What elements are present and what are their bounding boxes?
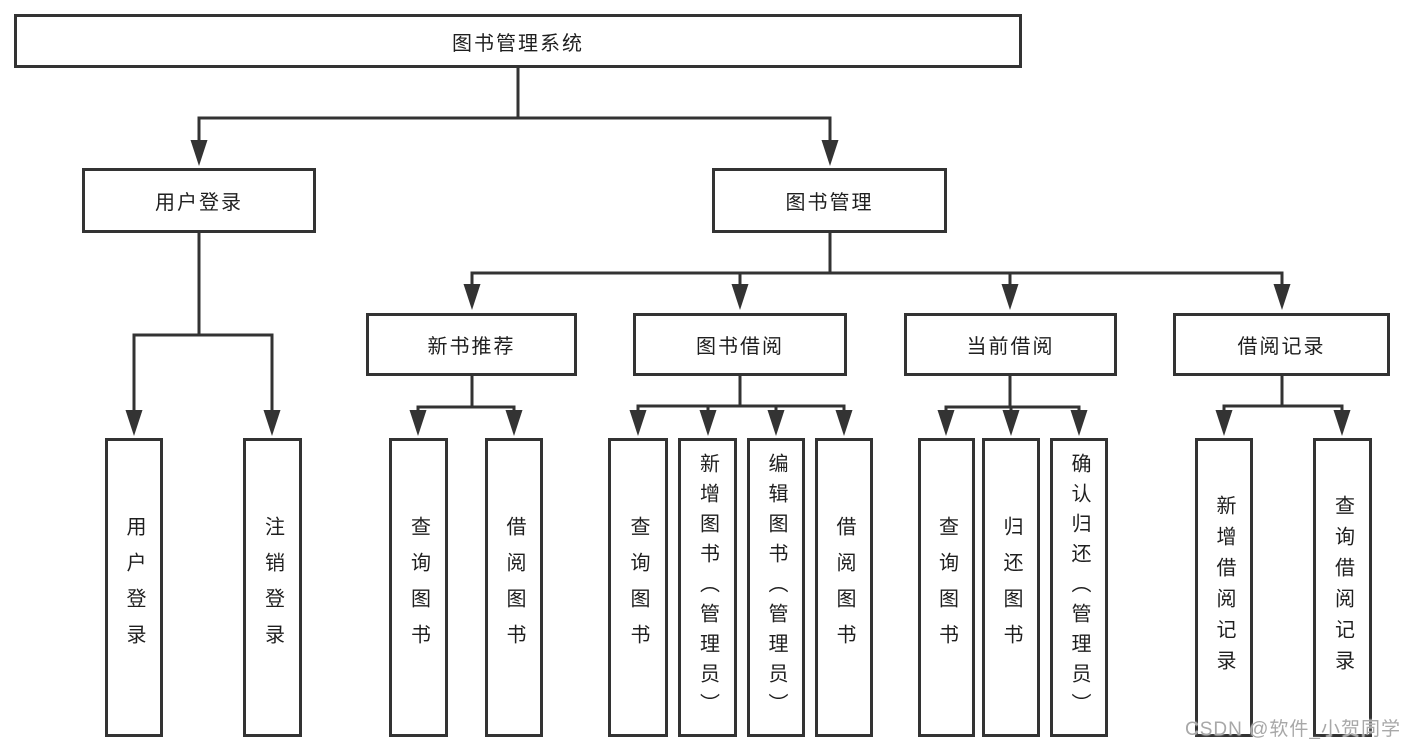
node-user-login: 用户登录 <box>82 168 316 233</box>
node-label: 当前借阅 <box>966 336 1055 358</box>
leaf-query-borrow-record: 查询借阅记录 <box>1313 438 1372 737</box>
node-label: 图书借阅 <box>696 336 784 358</box>
leaf-label: 查询图书 <box>935 515 958 660</box>
node-label: 新书推荐 <box>427 336 516 358</box>
leaf-query-books-current: 查询图书 <box>918 438 975 737</box>
leaf-borrow-books-recommend: 借阅图书 <box>485 438 543 737</box>
leaf-label: 查询图书 <box>407 515 430 660</box>
leaf-label: 注销登录 <box>261 515 284 660</box>
leaf-add-borrow-record: 新增借阅记录 <box>1195 438 1253 737</box>
node-label: 借阅记录 <box>1237 336 1326 358</box>
leaf-logout: 注销登录 <box>243 438 302 737</box>
leaf-confirm-return-admin: 确认归还（管理员） <box>1050 438 1108 737</box>
leaf-label: 新增借阅记录 <box>1213 494 1235 681</box>
node-borrow-records: 借阅记录 <box>1173 313 1390 376</box>
node-book-management: 图书管理 <box>712 168 947 233</box>
leaf-add-book-admin: 新增图书（管理员） <box>678 438 737 737</box>
node-current-borrowing: 当前借阅 <box>904 313 1117 376</box>
leaf-label: 归还图书 <box>1000 515 1022 660</box>
node-label: 用户登录 <box>155 192 243 214</box>
node-new-book-recommend: 新书推荐 <box>366 313 577 376</box>
node-book-borrowing: 图书借阅 <box>633 313 847 376</box>
leaf-label: 编辑图书（管理员） <box>765 452 787 723</box>
leaf-label: 借阅图书 <box>833 515 855 660</box>
leaf-label: 查询图书 <box>627 515 649 660</box>
leaf-query-books-recommend: 查询图书 <box>389 438 448 737</box>
leaf-borrow-books-borrowing: 借阅图书 <box>815 438 873 737</box>
node-label: 图书管理 <box>785 192 874 214</box>
leaf-label: 新增图书（管理员） <box>696 452 719 723</box>
csdn-watermark: CSDN @软件_小贺同学 <box>1185 719 1401 740</box>
leaf-label: 查询借阅记录 <box>1331 494 1354 681</box>
arrowhead-icons <box>125 140 1351 436</box>
node-label: 图书管理系统 <box>452 32 584 55</box>
leaf-user-login: 用户登录 <box>105 438 163 737</box>
leaf-label: 借阅图书 <box>503 515 525 660</box>
leaf-label: 用户登录 <box>123 515 145 660</box>
node-library-management-system: 图书管理系统 <box>14 14 1022 68</box>
leaf-edit-book-admin: 编辑图书（管理员） <box>747 438 805 737</box>
leaf-label: 确认归还（管理员） <box>1068 452 1090 723</box>
leaf-return-books: 归还图书 <box>982 438 1040 737</box>
leaf-query-books-borrowing: 查询图书 <box>608 438 668 737</box>
